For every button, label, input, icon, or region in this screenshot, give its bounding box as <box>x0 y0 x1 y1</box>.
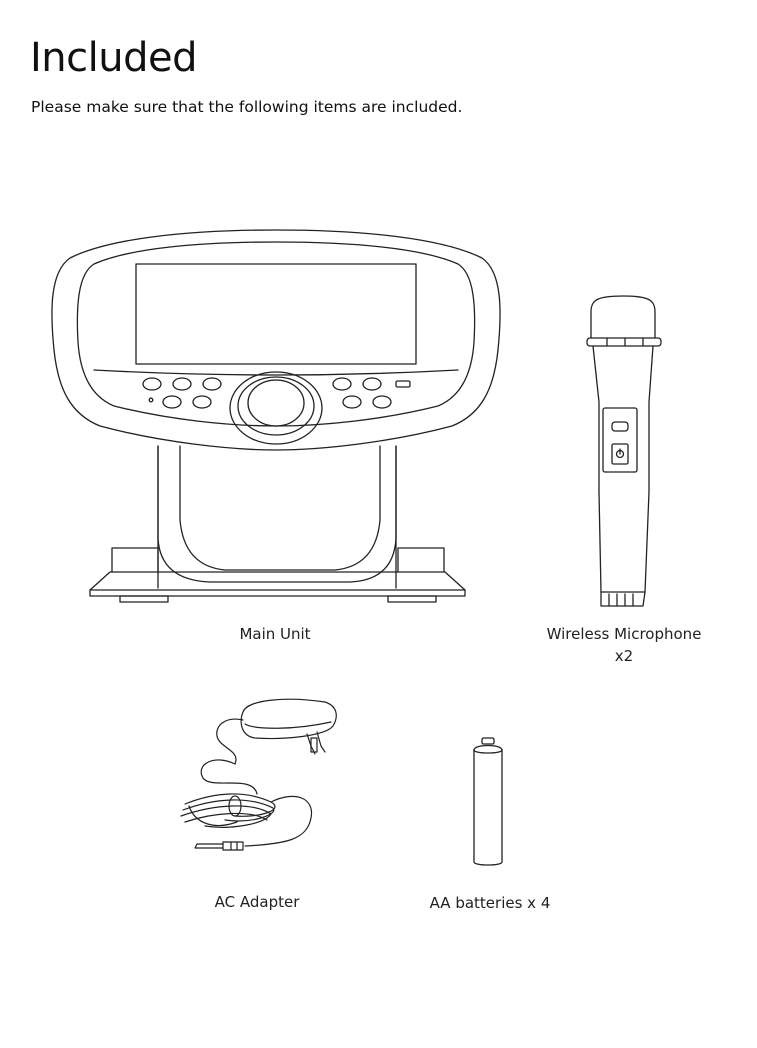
page-title: Included <box>30 35 198 81</box>
wireless-microphone-label-line1: Wireless Microphone <box>546 625 702 643</box>
page-subtitle: Please make sure that the following item… <box>31 98 463 116</box>
aa-battery-icon <box>470 736 506 868</box>
aa-batteries-label: AA batteries x 4 <box>429 894 551 912</box>
ac-adapter-label: AC Adapter <box>214 893 300 911</box>
main-unit-label: Main Unit <box>239 625 311 643</box>
wireless-microphone-label-line2: x2 <box>614 646 634 665</box>
wireless-microphone-icon <box>583 292 665 612</box>
ac-adapter-icon <box>175 694 345 864</box>
karaoke-main-unit-icon <box>50 220 510 615</box>
wireless-microphone-label: Wireless Microphone x2 <box>534 624 714 668</box>
